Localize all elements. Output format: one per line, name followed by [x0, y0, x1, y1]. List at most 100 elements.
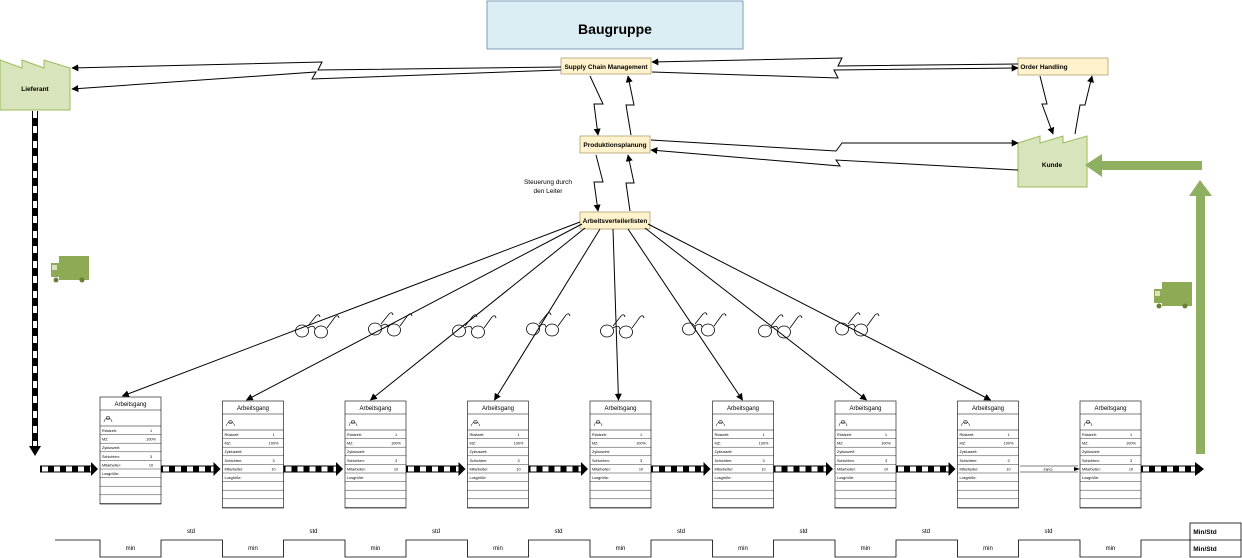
process-box-row-label: Schichten: — [225, 459, 243, 463]
push-arrow — [651, 462, 711, 476]
process-box-row-value: 1 — [517, 433, 519, 437]
timeline-wait-time: std — [432, 529, 440, 535]
process-box: ArbeitsgangRüstzeit:1MZ:100%Zykluszeit:S… — [344, 400, 407, 509]
timeline-process-time: min — [616, 546, 626, 552]
operator-icon — [226, 419, 235, 427]
push-arrow — [161, 462, 221, 476]
process-box-title: Arbeitsgang — [359, 406, 391, 412]
process-box-row-label: MZ: — [102, 438, 109, 442]
electronic-info-flows — [71, 57, 1094, 212]
process-box-row-label: MZ: — [960, 442, 967, 446]
glasses-icon — [758, 314, 803, 339]
timeline-wait-time: std — [554, 529, 562, 535]
timeline-process-time: min — [248, 546, 258, 552]
process-box-row-label: Losgröße: — [1082, 476, 1099, 480]
process-box-row-label: MZ: — [470, 442, 477, 446]
process-box-row-label: MZ: — [1082, 442, 1089, 446]
process-box-row-label: Rüstzeit: — [347, 433, 362, 437]
process-box-row-label: MZ: — [837, 442, 844, 446]
process-box: ArbeitsgangRüstzeit:1MZ:100%Zykluszeit:S… — [222, 400, 284, 509]
lieferant-factory-icon: Lieferant — [0, 59, 71, 111]
process-box-row-value: 100% — [759, 442, 769, 446]
process-box-row-label: Zykluszeit: — [1082, 450, 1100, 454]
process-box-title: Arbeitsgang — [849, 406, 881, 412]
process-box-title: Arbeitsgang — [727, 406, 759, 412]
process-box-row-label: Zykluszeit: — [470, 450, 488, 454]
process-box-row-value: 100% — [1126, 442, 1136, 446]
kunde-factory-icon: Kunde — [1017, 135, 1088, 188]
process-box-row-value: 3 — [1130, 459, 1132, 463]
process-box-row-label: Zykluszeit: — [347, 450, 365, 454]
order-handling-label: Order Handling — [1020, 64, 1067, 71]
supply-chain-node: Supply Chain Management — [560, 57, 652, 75]
process-box-row-label: Zykluszeit: — [960, 450, 978, 454]
process-box-row-label: Mitarbeiter: — [470, 467, 489, 471]
process-box-row-label: Schichten: — [470, 459, 488, 463]
process-box-row-label: Rüstzeit: — [225, 433, 240, 437]
process-box-row-label: Losgröße: — [592, 476, 609, 480]
process-box-row-value: 1 — [395, 433, 397, 437]
fifo-lane: FIFO — [1020, 465, 1080, 473]
customer-shipment-arrow — [1085, 154, 1212, 454]
distribution-lines — [121, 221, 992, 401]
process-box-row-label: Rüstzeit: — [837, 433, 852, 437]
process-box-row-value: 10 — [271, 467, 275, 471]
process-box-row-label: MZ: — [592, 442, 599, 446]
process-box: ArbeitsgangRüstzeit:1MZ:100%Zykluszeit:S… — [467, 400, 529, 509]
process-box-row-label: MZ: — [225, 442, 232, 446]
glasses-icon — [600, 314, 645, 339]
process-box: ArbeitsgangRüstzeit:1MZ:100%Zykluszeit:S… — [957, 400, 1019, 509]
process-box-row-label: Rüstzeit: — [592, 433, 607, 437]
process-box-row-value: 1 — [640, 433, 642, 437]
operator-icon — [1083, 419, 1093, 427]
process-box-row-label: Zykluszeit: — [715, 450, 733, 454]
process-box-title: Arbeitsgang — [482, 406, 514, 412]
process-box-row-value: 3 — [517, 459, 519, 463]
timeline: minstdminstdminstdminstdminstdminstdmins… — [55, 529, 1190, 558]
process-box-row-label: Losgröße: — [715, 476, 732, 480]
timeline-summary: Min/Std Min/Std — [1189, 522, 1242, 558]
push-arrow — [40, 462, 98, 476]
timeline-process-time: min — [1106, 546, 1116, 552]
distribution-line — [647, 223, 992, 401]
process-box-row-value: 10 — [639, 467, 643, 471]
process-box-row-value: 10 — [1129, 467, 1133, 471]
timeline-wait-time: std — [1044, 529, 1052, 535]
timeline-wait-time: std — [187, 529, 195, 535]
kunde-label: Kunde — [1042, 162, 1063, 169]
lieferant-label: Lieferant — [21, 86, 49, 93]
process-box-row-label: Mitarbeiter: — [592, 467, 611, 471]
timeline-process-time: min — [861, 546, 871, 552]
operator-icon — [593, 419, 603, 427]
process-box-row-value: 1 — [272, 433, 274, 437]
distribution-line — [121, 221, 581, 398]
process-box-row-label: Losgröße: — [837, 476, 854, 480]
process-box-row-value: 3 — [150, 455, 152, 459]
process-box-row-label: Losgröße: — [347, 476, 364, 480]
truck-icon — [51, 256, 89, 283]
process-box-row-label: Schichten: — [102, 455, 120, 459]
process-box-title: Arbeitsgang — [114, 402, 146, 408]
process-box-row-value: 10 — [394, 467, 398, 471]
process-box-row-label: Mitarbeiter: — [715, 467, 734, 471]
glasses-icon — [682, 312, 727, 337]
process-box-title: Arbeitsgang — [237, 406, 269, 412]
glasses-icon — [295, 314, 340, 339]
supply-chain-label: Supply Chain Management — [564, 64, 648, 71]
process-box-row-label: Losgröße: — [960, 476, 977, 480]
process-box-row-value: 1 — [1130, 433, 1132, 437]
distribution-line — [245, 223, 583, 401]
operator-icon — [471, 419, 480, 427]
order-handling-node: Order Handling — [1017, 57, 1109, 76]
glasses-icon — [835, 312, 880, 337]
process-box-row-value: 1 — [150, 429, 152, 433]
process-box-row-label: MZ: — [347, 442, 354, 446]
timeline-wait-time: std — [799, 529, 807, 535]
process-box-row-value: 3 — [1007, 459, 1009, 463]
process-box-row-label: Schichten: — [715, 459, 733, 463]
push-arrow — [773, 462, 833, 476]
process-box-row-value: 10 — [149, 463, 153, 467]
operator-icon — [716, 419, 725, 427]
process-box-title: Arbeitsgang — [1094, 406, 1126, 412]
glasses-icon — [452, 314, 497, 339]
